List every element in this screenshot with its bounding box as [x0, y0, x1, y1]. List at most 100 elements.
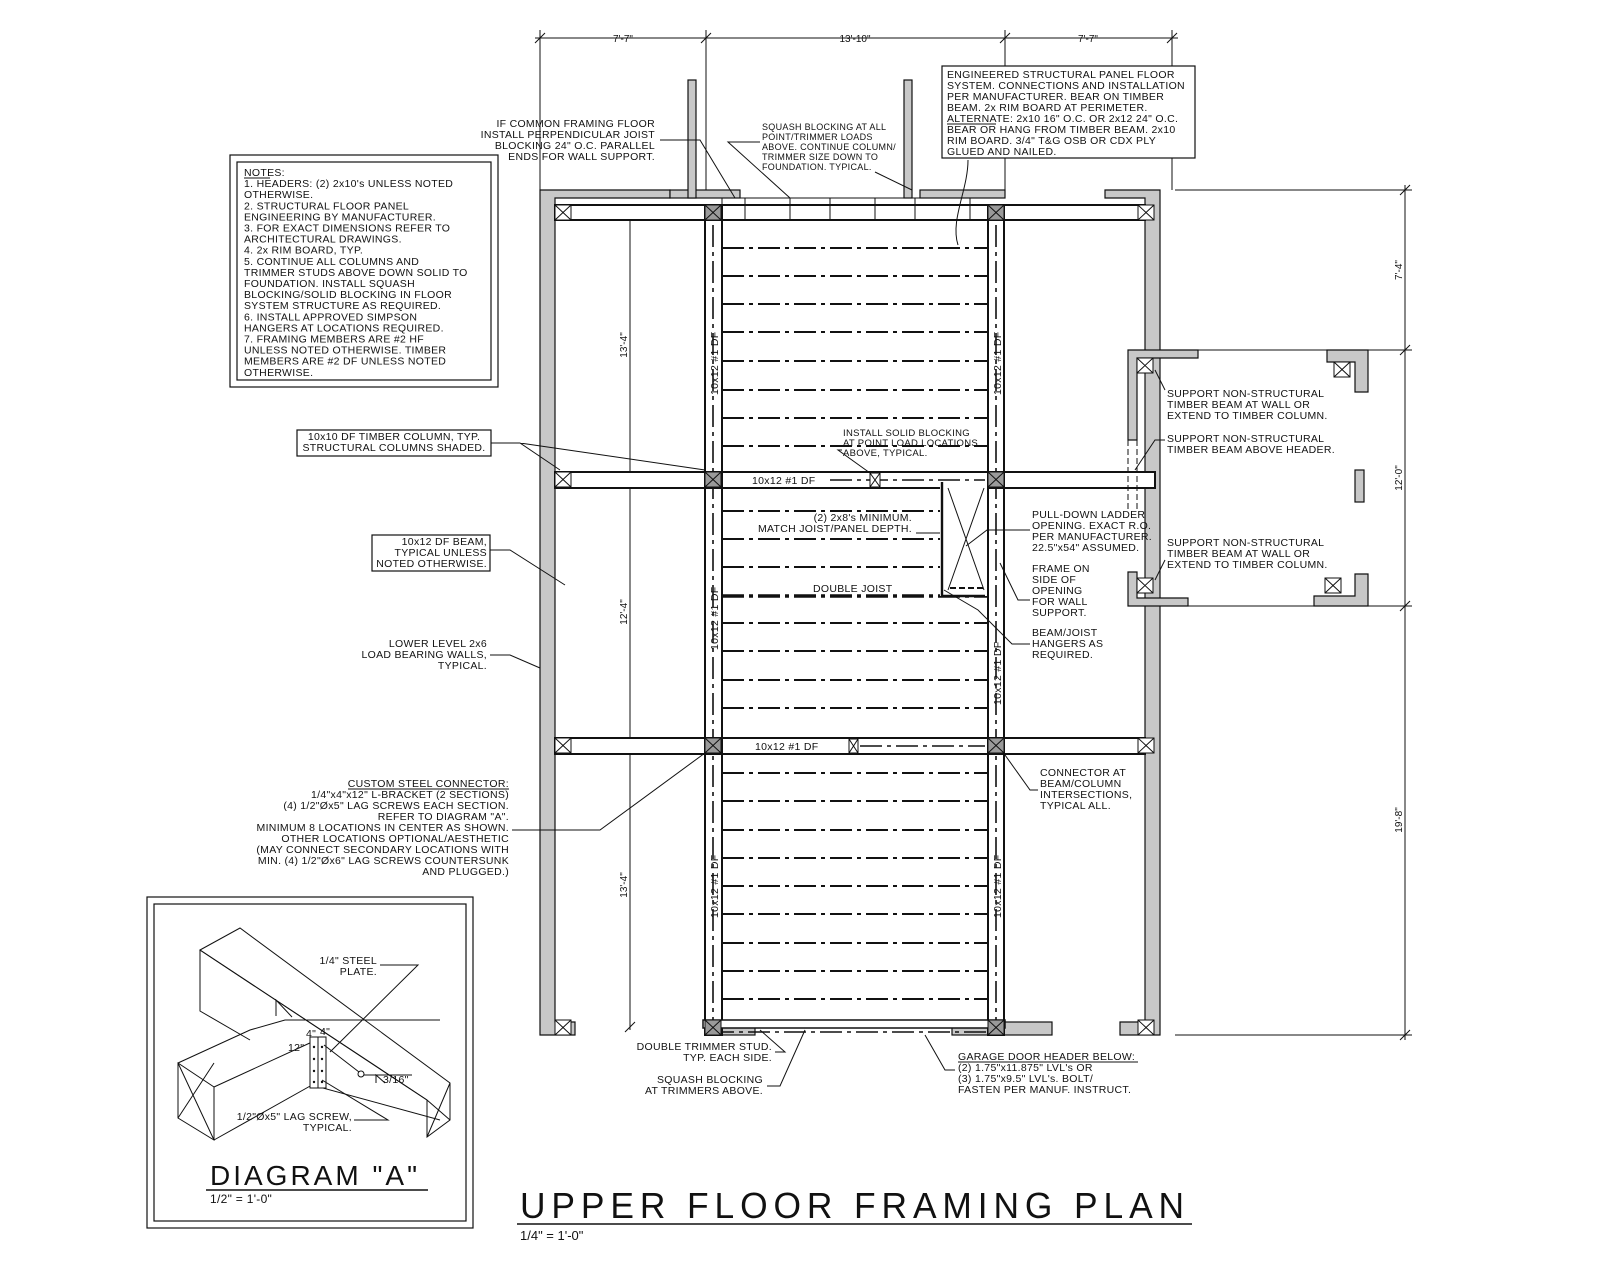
- dim-top-right: 7'-7": [1078, 34, 1098, 45]
- dim-left-middle: 12'-4": [619, 599, 630, 625]
- text-line: HANGERS AT LOCATIONS REQUIRED.: [244, 322, 444, 334]
- text-line: BEAM/JOIST: [1032, 627, 1098, 639]
- beam-label-middle: 10x12 #1 DF: [752, 475, 815, 487]
- text-line: OPENING. EXACT R.O.: [1032, 520, 1151, 532]
- dim-right-top: 7'-4": [1394, 260, 1405, 280]
- text-line: MEMBERS ARE #2 DF UNLESS NOTED: [244, 356, 446, 368]
- text-line: SQUASH BLOCKING: [657, 1074, 763, 1086]
- vertical-beam-label-5: 10x12 #1 DF: [709, 855, 721, 918]
- timber-column-nonstructural: [1136, 577, 1154, 594]
- callout-trimmer-stud: DOUBLE TRIMMER STUD.TYP. EACH SIDE.: [637, 1041, 772, 1064]
- text-line: FOR WALL: [1032, 596, 1088, 608]
- text-line: CONNECTOR AT: [1040, 767, 1126, 779]
- timber-column-structural: [704, 471, 722, 488]
- text-line: 1/4"x4"x12" L-BRACKET (2 SECTIONS): [311, 789, 509, 801]
- text-line: GARAGE DOOR HEADER BELOW:: [958, 1051, 1135, 1063]
- timber-column-nonstructural: [1333, 361, 1351, 378]
- text-line: NOTES:: [244, 167, 285, 179]
- text-line: (4) 1/2"Øx5" LAG SCREWS EACH SECTION.: [283, 800, 509, 812]
- text-line: TYPICAL ALL.: [1040, 800, 1111, 812]
- text-line: 7. FRAMING MEMBERS ARE #2 HF: [244, 334, 424, 346]
- timber-column-nonstructural: [1136, 357, 1154, 374]
- ladder-opening: [848, 472, 987, 754]
- text-line: 2. STRUCTURAL FLOOR PANEL: [244, 200, 409, 212]
- text-line: PER MANUFACTURER. BEAR ON TIMBER: [947, 91, 1164, 103]
- timber-column-structural: [704, 204, 722, 221]
- drawing-title: UPPER FLOOR FRAMING PLAN: [520, 1185, 1190, 1226]
- timber-beams: [554, 204, 1156, 1036]
- text-line: BLOCKING/SOLID BLOCKING IN FLOOR: [244, 289, 452, 301]
- text-line: OTHERWISE.: [244, 367, 313, 379]
- text-line: ENGINEERING BY MANUFACTURER.: [244, 211, 436, 223]
- text-line: REFER TO DIAGRAM "A".: [378, 811, 509, 823]
- text-line: TIMBER BEAM AT WALL OR: [1167, 548, 1310, 560]
- text-line: FOUNDATION. TYPICAL.: [762, 162, 872, 172]
- text-line: SQUASH BLOCKING AT ALL: [762, 122, 886, 132]
- text-line: OTHERWISE.: [244, 189, 313, 201]
- text-line: 3. FOR EXACT DIMENSIONS REFER TO: [244, 223, 450, 235]
- text-line: EXTEND TO TIMBER COLUMN.: [1167, 410, 1328, 422]
- text-line: PER MANUFACTURER.: [1032, 531, 1152, 543]
- text-line: 22.5"x54" ASSUMED.: [1032, 542, 1139, 554]
- timber-column-nonstructural: [1324, 577, 1342, 594]
- text-line: 6. INSTALL APPROVED SIMPSON: [244, 311, 417, 323]
- text-line: INTERSECTIONS,: [1040, 789, 1132, 801]
- text-line: TYPICAL.: [303, 1122, 352, 1134]
- text-line: 1/2"Øx5" LAG SCREW,: [237, 1111, 352, 1123]
- timber-column-nonstructural: [1137, 204, 1155, 221]
- text-line: OTHER LOCATIONS OPTIONAL/AESTHETIC: [281, 833, 509, 845]
- text-line: ALTERNATE: 2x10 16" O.C. OR 2x12 24" O.C…: [947, 113, 1178, 125]
- general-notes: NOTES:1. HEADERS: (2) 2x10's UNLESS NOTE…: [229, 154, 499, 388]
- text-line: TRIMMER STUDS ABOVE DOWN SOLID TO: [244, 267, 468, 279]
- timber-column-structural: [987, 204, 1005, 221]
- squash-blocking-top: [721, 197, 971, 221]
- dim-left-top: 13'-4": [619, 332, 630, 358]
- text-line: SYSTEM. CONNECTIONS AND INSTALLATION: [947, 80, 1185, 92]
- text-line: TRIMMER SIZE DOWN TO: [762, 152, 878, 162]
- vertical-beam-label-3: 10x12 #1 DF: [709, 587, 721, 650]
- text-line: UNLESS NOTED OTHERWISE. TIMBER: [244, 345, 446, 357]
- text-line: POINT/TRIMMER LOADS: [762, 132, 873, 142]
- timber-column-nonstructural: [554, 471, 572, 488]
- timber-column-structural: [704, 1019, 722, 1036]
- text-line: ENGINEERED STRUCTURAL PANEL FLOOR: [947, 69, 1175, 81]
- text-line: OPENING: [1032, 585, 1083, 597]
- text-line: MIN. (4) 1/2"Øx6" LAG SCREWS COUNTERSUNK: [258, 855, 509, 867]
- text-line: DOUBLE TRIMMER STUD.: [637, 1041, 772, 1053]
- text-line: TYP. EACH SIDE.: [683, 1052, 772, 1064]
- text-line: MATCH JOIST/PANEL DEPTH.: [758, 523, 912, 535]
- diagram-a-screw-label: 1/2"Øx5" LAG SCREW,TYPICAL.: [237, 1111, 352, 1134]
- text-line: FASTEN PER MANUF. INSTRUCT.: [958, 1084, 1131, 1096]
- drawing-scale: 1/4" = 1'-0": [520, 1228, 584, 1243]
- text-line: PULL-DOWN LADDER: [1032, 509, 1145, 521]
- text-line: AND PLUGGED.): [422, 866, 509, 878]
- timber-columns: [554, 204, 1351, 1036]
- text-line: (2) 2x8's MINIMUM.: [814, 512, 912, 524]
- text-line: ABOVE, TYPICAL.: [843, 448, 928, 459]
- notes-text: NOTES:1. HEADERS: (2) 2x10's UNLESS NOTE…: [244, 167, 468, 379]
- text-line: REQUIRED.: [1032, 649, 1093, 661]
- text-line: AT TRIMMERS ABOVE.: [645, 1085, 763, 1097]
- text-line: LOWER LEVEL 2x6: [389, 638, 487, 650]
- callout-steel-connector: CUSTOM STEEL CONNECTOR:1/4"x4"x12" L-BRA…: [256, 778, 509, 878]
- beam-label-lower: 10x12 #1 DF: [755, 741, 818, 753]
- timber-column-structural: [987, 1019, 1005, 1036]
- text-line: 10x12 DF BEAM,: [402, 536, 487, 548]
- text-line: LOAD BEARING WALLS,: [361, 649, 487, 661]
- dim-top-center: 13'-10": [839, 34, 870, 45]
- text-line: BEAM. 2x RIM BOARD AT PERIMETER.: [947, 102, 1148, 114]
- text-line: FOUNDATION. INSTALL SQUASH: [244, 278, 415, 290]
- text-line: 1/4" STEEL: [319, 955, 377, 967]
- floor-joists: [722, 247, 988, 1000]
